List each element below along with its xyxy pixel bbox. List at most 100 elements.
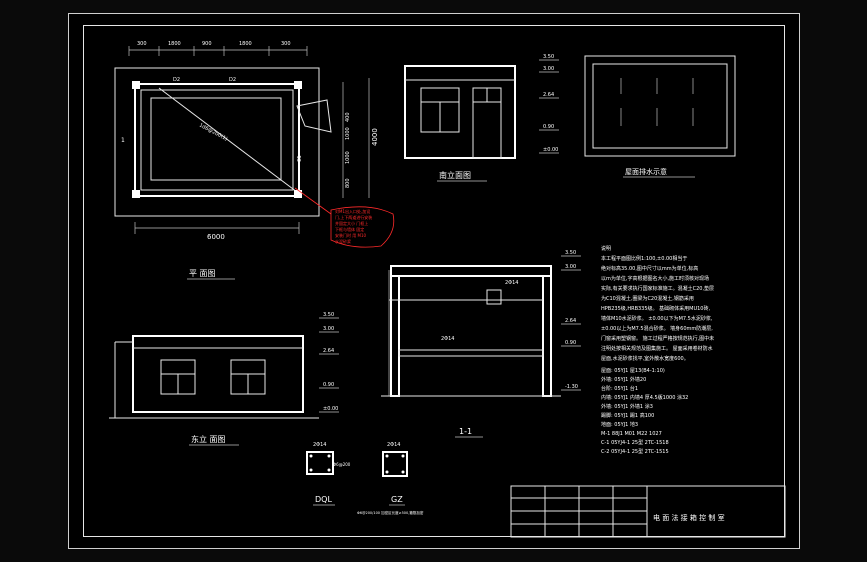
gz-rebar: 2Φ14: [387, 442, 400, 448]
section-rebar-note: 2Φ14: [441, 336, 454, 342]
elev-mark: 0.90: [565, 340, 576, 346]
elev-mark: -1.30: [565, 384, 578, 390]
section-1-1: 2Φ14 2Φ14 1-1 3.50 3.00 2.64 0.90 -1.30: [381, 250, 581, 438]
drawing-sheet: 300 1800 900 1800 300 6000 4000 400 1000…: [68, 13, 800, 549]
plan-room-inner: [150, 97, 282, 181]
notes-line: 以m为单位,字高根据图名大小,施工时须核对现场: [601, 275, 709, 282]
notes-line: 墙体M10水泥砂浆。 ±0.00以下为M7.5水泥砂浆,: [601, 315, 713, 322]
plan-axis-mark: 1: [121, 137, 125, 144]
plan-wall-inner: [140, 89, 294, 191]
elev-mark: 3.50: [565, 250, 576, 256]
section-beam-detail: [486, 289, 502, 305]
elev-mark: ±0.00: [323, 406, 338, 412]
elev-mark: 0.90: [543, 124, 554, 130]
title-block-title: 电 面 法 接 箱 控 制 室: [653, 513, 725, 522]
south-wall: [404, 65, 516, 159]
plan-beam-label: D2: [173, 77, 180, 83]
notes-item: M-1 88J1 M01 M22 1027: [601, 431, 662, 437]
plan-dim-top: 900: [202, 41, 212, 47]
plan-wall-outer: [134, 83, 300, 197]
plan-dim-top: 1800: [168, 41, 181, 47]
plan-beam-label: D2: [229, 77, 236, 83]
plan-outer-outline: [114, 67, 320, 217]
red-revision-cloud: [330, 206, 395, 248]
red-annotation: 对M1出入口处,加设 门,上下两道进行安装 并固定大小 门框上 下框与墙体 固定…: [294, 187, 395, 248]
notes-line: 本工程平面图比例1:100,±0.00相当于: [601, 255, 687, 262]
details: 2Φ14 Φ6@200 DQL 2Φ14 GZ Φ6@200/100 加密区长度…: [306, 442, 424, 515]
roof-outline: [584, 55, 736, 157]
notes-item: 外墙: 05YJ1 外墙1 涂3: [601, 403, 653, 410]
section-left-wall: [390, 275, 400, 397]
notes-item: 地面: 05YJ1 地3: [601, 421, 638, 428]
notes-line: 注明处按相关规范及图集施工。 屋面采用卷材防水: [601, 345, 713, 352]
dql-title: DQL: [315, 495, 332, 504]
plan-dim-top: 300: [281, 41, 291, 47]
plan-diag-note: 1d6@200(1): [198, 122, 228, 142]
roof-view-title: 屋面排水示意: [625, 167, 667, 176]
notes-line: 实际,有关要求执行国家标准施工。混凝土C20,垫层: [601, 285, 714, 292]
plan-dim-right-small: 400: [345, 112, 351, 122]
details-footnote: Φ6@200/100 加密区长度≥500,箍筋加密: [357, 510, 424, 515]
plan-axis-mark: C1: [297, 155, 303, 162]
elev-mark: 3.00: [565, 264, 576, 270]
east-view-title: 东立 面图: [191, 434, 226, 444]
plan-dim-right: 4000: [371, 128, 379, 146]
dql-stirrup: Φ6@200: [333, 462, 351, 467]
title-block: 电 面 法 接 箱 控 制 室: [510, 485, 786, 538]
notes-item: C-2 05YJ4-1 25型 2TC-1515: [601, 448, 669, 455]
notes-item: 屋面: 05YJ1 屋13(B4-1:10): [601, 368, 665, 374]
roof-inner: [592, 63, 728, 149]
plan-column: [294, 190, 302, 198]
plan-column: [132, 190, 140, 198]
plan-entrance-door: [296, 99, 332, 133]
elev-mark: 0.90: [323, 382, 334, 388]
elev-mark: 2.64: [543, 92, 554, 98]
notes-line: ±0.00以上为M7.5混合砂浆。 墙身60mm防潮层,: [601, 325, 713, 332]
plan-column: [294, 81, 302, 89]
plan-dim-top: 300: [137, 41, 147, 47]
gz-section: [382, 451, 408, 477]
elev-mark: 3.00: [543, 66, 554, 72]
dql-section: [306, 451, 334, 475]
red-note-line: 下框与墙体 固定: [335, 226, 364, 232]
notes-item: 内墙: 05YJ1 内墙4 厚4.5版1000 涂32: [601, 394, 688, 401]
plan-dim-bottom: 6000: [207, 233, 225, 241]
section-right-wall: [542, 275, 552, 397]
east-elevation: 东立 面图 3.50 3.00 2.64 0.90 ±0.00: [109, 312, 339, 446]
notes-header: 说明: [601, 245, 611, 252]
plan-dim-right-small: 1000: [345, 127, 351, 140]
elev-mark: ±0.00: [543, 147, 558, 153]
plan-dim-right-small: 800: [345, 178, 351, 188]
elev-mark: 2.64: [323, 348, 334, 354]
notes-line: 门窗采用塑钢窗。 施工过程严格按规范执行,图中未: [601, 335, 714, 342]
drawing-frame: [83, 25, 785, 537]
plan-view: 300 1800 900 1800 300 6000 4000 400 1000…: [114, 41, 379, 280]
section-beam-note: 2Φ14: [505, 280, 518, 286]
section-floor: [398, 349, 544, 357]
notes-line: 绝对标高35.00,图中尺寸以mm为单位,标高: [601, 265, 698, 272]
dql-rebar: 2Φ14: [313, 442, 326, 448]
notes-block: 说明 本工程平面图比例1:100,±0.00相当于 绝对标高35.00,图中尺寸…: [601, 245, 714, 455]
notes-line: HPB235级,HRB335级。 基础砌体采用MU10砖,: [601, 305, 710, 312]
gz-title: GZ: [391, 495, 403, 504]
plan-diagonal-rebar: [158, 87, 298, 193]
red-note-line: 门,上下两道进行安装: [335, 214, 372, 220]
south-elevation: 南立面图 3.50 3.00 2.64 0.90 ±0.00: [404, 54, 559, 182]
red-note-line: 水泥砂浆: [335, 238, 351, 244]
east-wall: [132, 335, 304, 413]
notes-item: 外墙: 05YJ1 外墙20: [601, 376, 646, 383]
south-view-title: 南立面图: [439, 170, 471, 180]
plan-view-title: 平 面图: [189, 269, 216, 278]
cad-drawing: 300 1800 900 1800 300 6000 4000 400 1000…: [109, 41, 786, 538]
red-note-line: 对M1出入口处,加设: [335, 208, 370, 214]
plan-dim-top: 1800: [239, 41, 252, 47]
section-title: 1-1: [459, 427, 472, 436]
notes-item: 台阶: 05YJ1 台1: [601, 385, 638, 392]
elev-mark: 3.00: [323, 326, 334, 332]
notes-item: C-1 05YJ4-1 25型 2TC-1518: [601, 439, 669, 446]
roof-drainage-plan: 屋面排水示意: [584, 55, 736, 178]
section-roof-slab: [390, 265, 552, 277]
plan-column: [132, 81, 140, 89]
red-note-line: 并固定大小 门框上: [335, 220, 368, 226]
plan-dim-right-small: 1000: [345, 151, 351, 164]
